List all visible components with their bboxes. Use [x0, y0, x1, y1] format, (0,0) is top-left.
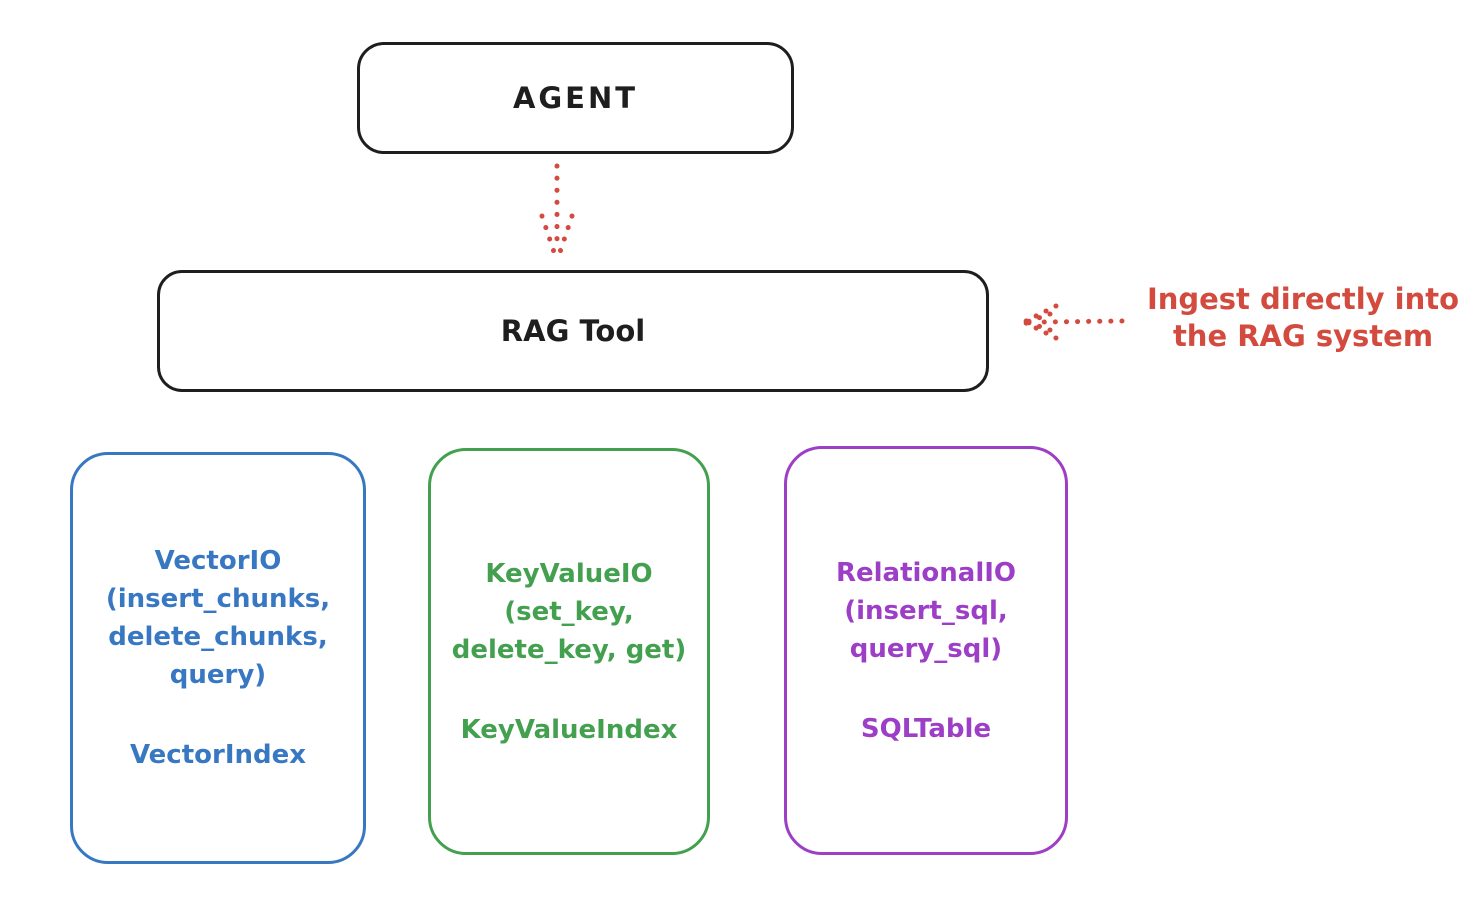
rag-tool-node: RAG Tool — [157, 270, 989, 392]
vector-io-title: VectorIO (insert_chunks, delete_chunks, … — [106, 542, 330, 694]
relational-io-line: RelationalIO — [835, 557, 1017, 588]
arrow-agent-to-ragtool-icon — [539, 163, 575, 258]
agent-node: AGENT — [357, 42, 794, 154]
ingest-annotation-line-1: Ingest directly into — [1146, 282, 1460, 316]
ingest-annotation-line-2: the RAG system — [1172, 319, 1434, 353]
keyvalue-io-title: KeyValueIO (set_key, delete_key, get) — [452, 555, 687, 669]
relational-io-content: RelationalIO (insert_sql, query_sql) SQL… — [787, 554, 1065, 748]
keyvalue-io-line: (set_key, — [504, 596, 634, 627]
vector-io-line: VectorIO — [154, 546, 282, 576]
ingest-annotation: Ingest directly into the RAG system — [1128, 281, 1478, 355]
vector-io-line: (insert_chunks, — [105, 584, 331, 614]
vector-io-node: VectorIO (insert_chunks, delete_chunks, … — [70, 452, 366, 864]
ingest-arrow-icon — [1021, 303, 1125, 341]
keyvalue-index-label: KeyValueIndex — [460, 714, 678, 745]
vector-io-line: delete_chunks, — [108, 622, 328, 652]
vector-index-label: VectorIndex — [129, 740, 307, 770]
keyvalue-io-line: delete_key, get) — [451, 634, 687, 665]
keyvalue-io-line: KeyValueIO — [485, 558, 653, 589]
vector-io-content: VectorIO (insert_chunks, delete_chunks, … — [73, 542, 363, 774]
relational-io-node: RelationalIO (insert_sql, query_sql) SQL… — [784, 446, 1068, 855]
vector-io-line: query) — [169, 660, 267, 690]
relational-io-line: query_sql) — [849, 633, 1003, 664]
agent-label: AGENT — [512, 81, 639, 115]
rag-tool-label: RAG Tool — [500, 314, 646, 348]
keyvalue-io-content: KeyValueIO (set_key, delete_key, get) Ke… — [431, 555, 707, 749]
relational-io-line: (insert_sql, — [844, 595, 1008, 626]
sql-table-label: SQLTable — [860, 713, 992, 744]
relational-io-title: RelationalIO (insert_sql, query_sql) — [836, 554, 1016, 668]
keyvalue-io-node: KeyValueIO (set_key, delete_key, get) Ke… — [428, 448, 710, 855]
